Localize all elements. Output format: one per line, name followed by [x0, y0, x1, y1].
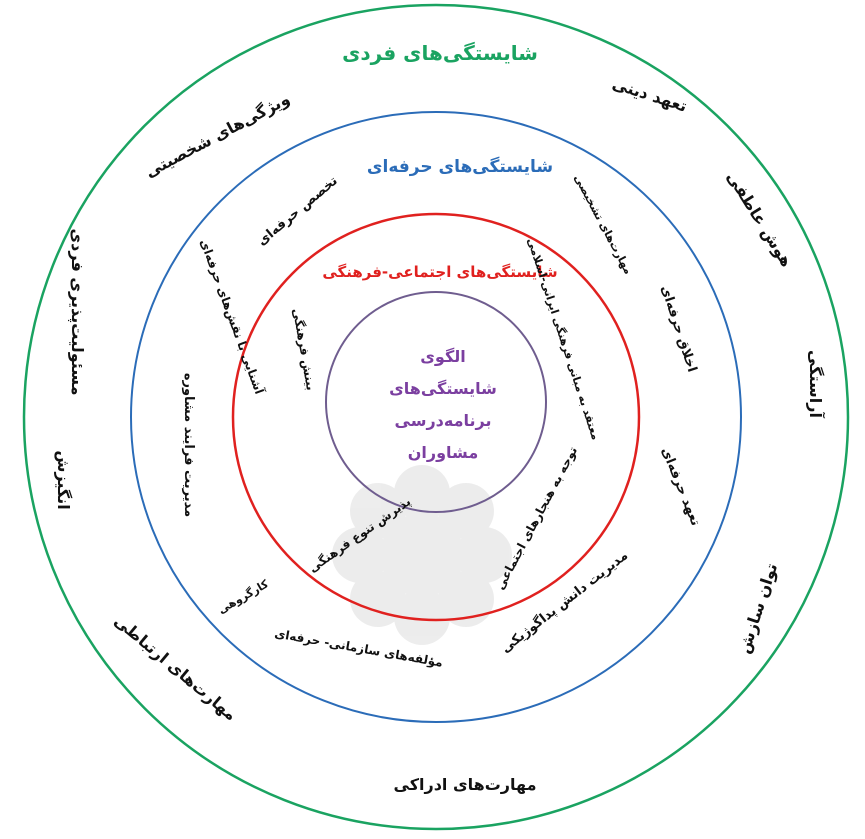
outer-item-emotional-intelligence: هوش عاطفی [723, 168, 797, 270]
outer-item-personality-traits: ویژگی‌های شخصیتی [142, 89, 293, 181]
outer-item-religious-commitment: تعهد دینی [610, 74, 689, 116]
professional-item-diagnostic-skills: مهارت‌های تشخیصی [571, 172, 635, 276]
outer-ring-items: ویژگی‌های شخصیتی تعهد دینی هوش عاطفی آرا… [54, 74, 826, 794]
center-line: شایستگی‌های [389, 379, 497, 398]
social-ring [231, 212, 641, 622]
outer-item-communication-skills: مهارت‌های ارتباطی [111, 611, 241, 724]
center-label: الگوی شایستگی‌های برنامه‌درسی مشاوران [389, 347, 497, 462]
outer-item-adaptability: توان سازش [734, 561, 781, 656]
outer-item-motivation: انگیزش [54, 450, 73, 509]
center-ring [325, 291, 547, 513]
professional-item-process-management: مدیریت فرایند مشاوره [181, 373, 196, 517]
professional-item-role-familiarity: آشنایی با نقش‌های حرفه‌ای [197, 237, 267, 397]
professional-ring [130, 111, 742, 723]
professional-ring-title: شایستگی‌های حرفه‌ای [367, 156, 553, 177]
outer-item-grooming: آراستگی [806, 350, 826, 418]
center-line: الگوی [420, 347, 466, 366]
professional-item-specialty: تخصص حرفه‌ای [255, 174, 341, 249]
social-item-cultural-insight: بینش فرهنگی [290, 307, 318, 391]
outer-item-individual-responsibility: مسئولیت‌پذیری فردی [67, 229, 87, 396]
social-ring-title: شایستگی‌های اجتماعی-فرهنگی [322, 263, 557, 281]
professional-item-teamwork: کارگروهی [216, 577, 271, 616]
outer-ring [22, 3, 850, 831]
outer-item-cognitive-skills: مهارت‌های ادراکی [394, 775, 537, 794]
social-item-cultural-foundations: معتقد به مبانی فرهنگی ایرانی-اسلامی [524, 236, 602, 441]
watermark-emblem [332, 465, 512, 645]
center-line: برنامه‌درسی [395, 411, 492, 430]
outer-ring-title: شایستگی‌های فردی [342, 41, 538, 65]
professional-item-commitment: تعهد حرفه‌ای [658, 445, 703, 528]
professional-item-ethics: اخلاق حرفه‌ای [657, 284, 699, 374]
center-line: مشاوران [408, 443, 479, 462]
